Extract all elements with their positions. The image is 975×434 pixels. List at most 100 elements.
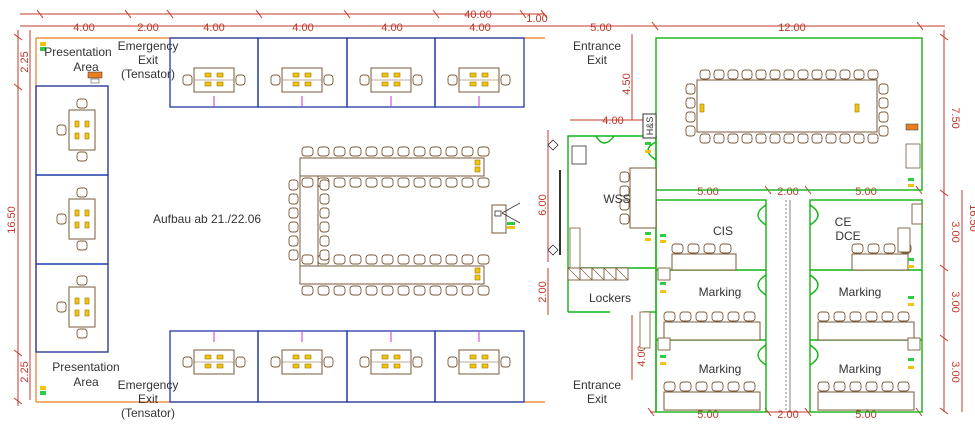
hs-label: H&S	[645, 117, 655, 136]
chair	[883, 243, 896, 254]
emergency-exit-bottom-line2: Exit	[138, 392, 159, 406]
chair	[769, 133, 781, 144]
chair	[333, 146, 346, 157]
chair	[365, 254, 378, 265]
chair	[679, 311, 692, 322]
ce-label: CE	[835, 215, 852, 229]
emergency-exit-bottom-line3: (Tensator)	[121, 406, 175, 420]
chair	[349, 285, 362, 296]
chair	[695, 381, 708, 392]
chair	[413, 254, 426, 265]
chair	[741, 69, 753, 80]
chair	[703, 243, 716, 254]
chair	[301, 285, 314, 296]
chair	[755, 69, 767, 80]
cis-label: CIS	[713, 224, 733, 238]
left-booths	[35, 85, 109, 353]
chair	[878, 125, 889, 137]
chair	[743, 311, 756, 322]
chair	[699, 133, 711, 144]
chair	[429, 146, 442, 157]
chair	[349, 146, 362, 157]
dimension-lines	[13, 9, 963, 417]
chair	[288, 249, 299, 261]
dim-wss-height: 6.00	[537, 194, 549, 215]
chair	[867, 133, 879, 144]
chair	[397, 177, 410, 188]
dimension-labels: 4.00 2.00 4.00 4.00 4.00 4.00 40.00 1.00…	[6, 9, 975, 421]
chair	[429, 254, 442, 265]
lockers-label: Lockers	[589, 291, 631, 305]
dim-top-1: 4.00	[73, 22, 94, 34]
chair	[685, 97, 696, 109]
chair	[445, 285, 458, 296]
chair	[727, 133, 739, 144]
dim-rooms-bottom-3: 5.00	[855, 409, 876, 421]
dim-rooms-top-3: 5.00	[855, 186, 876, 198]
chair	[699, 69, 711, 80]
chair	[685, 125, 696, 137]
dim-rooms-bottom-1: 5.00	[697, 409, 718, 421]
chair	[839, 133, 851, 144]
dim-right-height: 16.50	[967, 204, 975, 232]
chair	[413, 177, 426, 188]
emergency-exit-top-line3: (Tensator)	[121, 67, 175, 81]
chair	[477, 254, 490, 265]
chair	[897, 311, 910, 322]
chair	[817, 311, 830, 322]
dim-meeting-height: 4.50	[621, 73, 633, 94]
dim-rooms-bottom-2: 2.00	[777, 409, 798, 421]
chair	[413, 285, 426, 296]
room-cabinets	[639, 123, 923, 351]
room-desks	[663, 243, 915, 411]
chair	[333, 177, 346, 188]
presentation-area-bottom-line1: Presentation	[52, 360, 119, 374]
chair	[349, 254, 362, 265]
chair	[825, 69, 837, 80]
dim-left-bottom: 2.25	[19, 361, 31, 382]
chair	[445, 146, 458, 157]
chair	[333, 285, 346, 296]
presentation-area-bottom-line2: Area	[73, 375, 99, 389]
dim-wss-width: 4.00	[602, 115, 623, 127]
chair	[743, 381, 756, 392]
dim-rooms-top-2: 2.00	[777, 186, 798, 198]
chair	[727, 69, 739, 80]
chair	[839, 69, 851, 80]
marking-label-1: Marking	[699, 285, 742, 299]
chair	[711, 381, 724, 392]
chair	[817, 381, 830, 392]
chair	[349, 177, 362, 188]
entrance-exit-top-line1: Entrance	[573, 39, 621, 53]
chair	[867, 69, 879, 80]
chair	[477, 177, 490, 188]
chair	[711, 311, 724, 322]
chair	[429, 285, 442, 296]
chair	[811, 69, 823, 80]
chair	[685, 83, 696, 95]
chair	[867, 243, 880, 254]
dim-top-3: 4.00	[203, 22, 224, 34]
dim-entrance-width: 5.00	[590, 22, 611, 34]
perimeter-walls	[35, 37, 545, 403]
chair	[685, 111, 696, 123]
dim-rooms-top-1: 5.00	[697, 186, 718, 198]
presentation-area-top-line2: Area	[73, 60, 99, 74]
chair	[397, 254, 410, 265]
chair	[878, 83, 889, 95]
right-markers	[547, 139, 914, 369]
chair	[695, 311, 708, 322]
dim-left-height: 16.50	[6, 206, 18, 234]
chair	[687, 243, 700, 254]
chair	[755, 133, 767, 144]
chair	[288, 193, 299, 205]
projector-icon	[491, 202, 521, 234]
entrance-exit-top-line2: Exit	[587, 53, 608, 67]
chair	[825, 133, 837, 144]
wss-label: WSS	[603, 192, 630, 206]
emergency-exit-top-line1: Emergency	[118, 39, 179, 53]
top-booths	[169, 37, 525, 108]
chair	[461, 146, 474, 157]
dim-top-2: 2.00	[137, 22, 158, 34]
